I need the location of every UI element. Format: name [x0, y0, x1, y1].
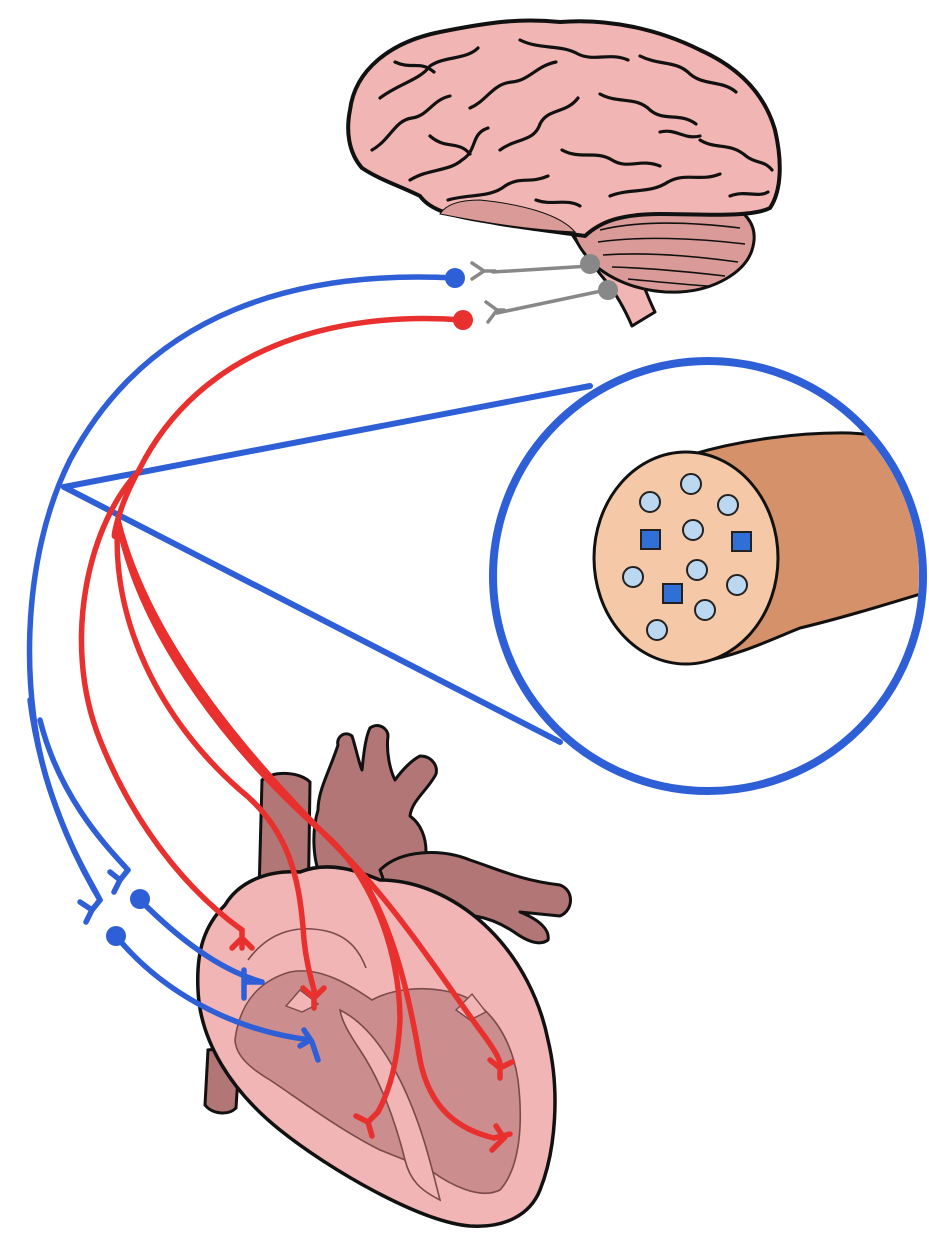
zoom-line-bottom [64, 487, 560, 742]
para-preganglionic-terminal-1 [110, 870, 128, 892]
cns-soma-lower [598, 280, 618, 300]
parasympathetic-ganglion-soma-2 [106, 926, 126, 946]
zoom-line-top [64, 386, 590, 487]
parasympathetic-ganglion-soma-1 [130, 889, 150, 909]
nerve-callout [64, 361, 929, 791]
cns-axon-lower [497, 290, 606, 313]
cns-axon-upper [493, 266, 590, 272]
cns-terminal-upper [472, 263, 495, 279]
sympathetic-main-trunk [114, 319, 463, 537]
sympathetic-preganglionic-soma [453, 310, 473, 330]
cns-soma-upper [580, 254, 600, 274]
brain-icon [348, 20, 780, 326]
parasympathetic-preganglionic-soma [445, 268, 465, 288]
para-preganglionic-terminal-2 [80, 900, 100, 922]
